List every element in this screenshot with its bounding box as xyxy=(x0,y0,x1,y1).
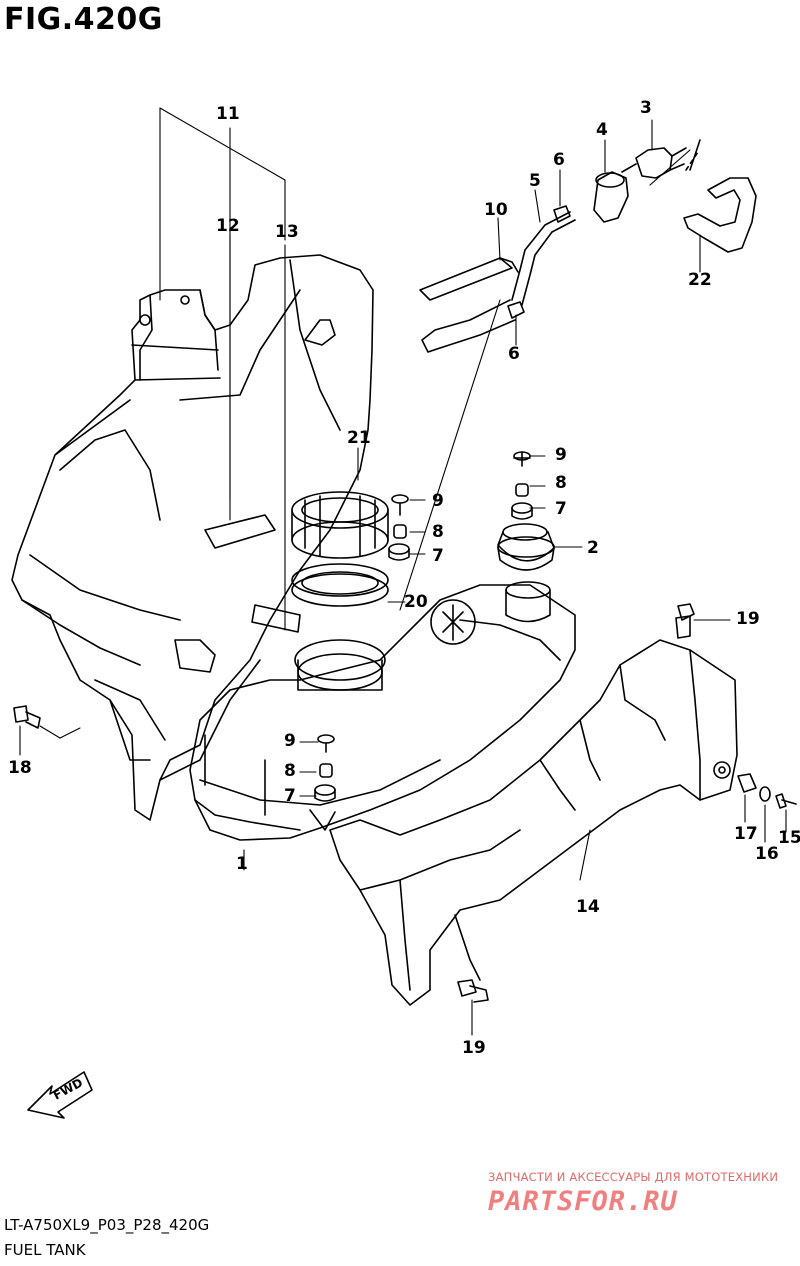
fuel-tank xyxy=(189,581,576,841)
leader-lines xyxy=(19,107,787,1036)
fuel-cap xyxy=(497,523,555,571)
callout-6-upper: 6 xyxy=(553,150,565,170)
callout-19-upper: 19 xyxy=(736,609,760,629)
callout-8-center: 8 xyxy=(432,522,444,542)
callout-11: 11 xyxy=(216,104,240,124)
watermark-logo-text: PARTSFOR.RU xyxy=(488,1186,678,1217)
hardware-stack-center xyxy=(388,494,410,561)
fwd-arrow: FWD xyxy=(27,1071,93,1119)
callout-1: 1 xyxy=(236,854,248,874)
callout-2: 2 xyxy=(587,538,599,558)
callout-4: 4 xyxy=(596,120,608,140)
push-rivet-lower xyxy=(457,979,489,1003)
figure-title: FIG.420G xyxy=(4,2,163,37)
tank-cover-panel xyxy=(11,254,374,821)
callout-9-center: 9 xyxy=(432,491,444,511)
callout-7-center: 7 xyxy=(432,546,444,566)
side-cover-right xyxy=(329,639,738,1006)
diagram-name: FUEL TANK xyxy=(4,1241,86,1259)
callout-7-lower: 7 xyxy=(284,786,296,806)
callout-13: 13 xyxy=(275,222,299,242)
callout-9-right: 9 xyxy=(555,445,567,465)
callout-15: 15 xyxy=(778,828,800,848)
vent-hose-assembly xyxy=(419,139,757,353)
callout-22: 22 xyxy=(688,270,712,290)
callout-8-lower: 8 xyxy=(284,761,296,781)
callout-6-lower: 6 xyxy=(508,344,520,364)
callout-17: 17 xyxy=(734,824,758,844)
callout-7-right: 7 xyxy=(555,499,567,519)
push-rivet-upper xyxy=(675,603,695,639)
callout-5: 5 xyxy=(529,171,541,191)
gasket xyxy=(291,563,389,607)
callout-10: 10 xyxy=(484,200,508,220)
hardware-stack-lower xyxy=(314,734,336,802)
watermark-tagline: ЗАПЧАСТИ И АКСЕССУАРЫ ДЛЯ МОТОТЕХНИКИ xyxy=(488,1170,779,1184)
retainer-ring xyxy=(291,491,389,559)
callout-19-lower: 19 xyxy=(462,1038,486,1058)
callout-16: 16 xyxy=(755,844,779,864)
callout-20: 20 xyxy=(404,592,428,612)
bolt-18 xyxy=(13,705,41,729)
hardware-stack-upper-right xyxy=(511,451,533,520)
callout-9-lower: 9 xyxy=(284,731,296,751)
callout-14: 14 xyxy=(576,897,600,917)
callout-3: 3 xyxy=(640,98,652,118)
callout-8-right: 8 xyxy=(555,473,567,493)
callout-21: 21 xyxy=(347,428,371,448)
diagram-code: LT-A750XL9_P03_P28_420G xyxy=(4,1216,210,1234)
callout-18: 18 xyxy=(8,758,32,778)
collar-washer-bolt xyxy=(737,773,797,809)
callout-12: 12 xyxy=(216,216,240,236)
